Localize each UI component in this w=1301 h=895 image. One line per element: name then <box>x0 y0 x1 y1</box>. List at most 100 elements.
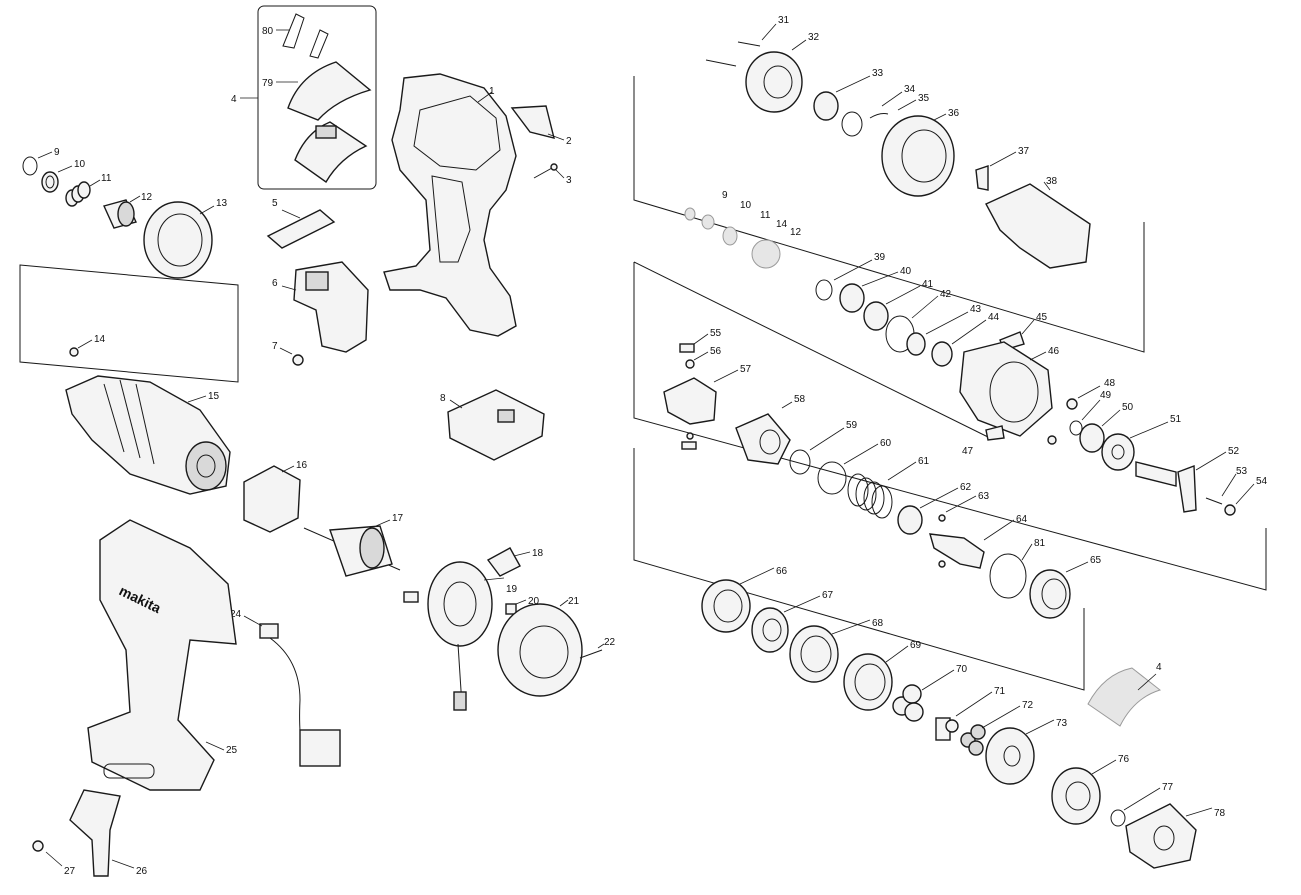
part-53-spring <box>1205 497 1223 505</box>
label-20: 20 <box>528 596 540 607</box>
part-small-chain <box>684 207 781 269</box>
part-7-screw <box>292 354 304 366</box>
label-61: 61 <box>918 456 930 467</box>
part-56-screw <box>685 359 695 369</box>
label-5: 5 <box>272 198 278 209</box>
label-43: 43 <box>970 304 982 315</box>
part-62-washer <box>897 505 923 535</box>
label-3: 3 <box>566 175 572 186</box>
label-25: 25 <box>226 745 238 756</box>
label-2: 2 <box>566 136 572 147</box>
label-right-11: 11 <box>760 210 771 221</box>
part-58-cam <box>735 413 791 465</box>
part-49-ring <box>1069 420 1083 436</box>
part-57-ring <box>663 377 717 425</box>
label-18: 18 <box>532 548 544 559</box>
part-63-ball <box>938 514 946 522</box>
label-51: 51 <box>1170 414 1182 425</box>
label-34: 34 <box>904 84 916 95</box>
part-20-brush <box>505 603 517 615</box>
part-small-screw <box>686 432 694 440</box>
part-68-ring-gear <box>789 625 839 683</box>
part-48-screw <box>1066 398 1078 410</box>
part-26-hook <box>69 789 121 877</box>
part-17-armature <box>303 525 401 577</box>
part-47-pin <box>985 425 1005 441</box>
label-right-10: 10 <box>740 200 752 211</box>
part-79-cover <box>287 61 372 121</box>
label-17: 17 <box>392 513 404 524</box>
label-39: 39 <box>874 252 886 263</box>
label-65: 65 <box>1090 555 1102 566</box>
label-50: 50 <box>1122 402 1134 413</box>
label-right-14: 14 <box>776 219 788 230</box>
label-62: 62 <box>960 482 972 493</box>
part-40-bearing <box>839 283 865 313</box>
label-36: 36 <box>948 108 960 119</box>
label-26: 26 <box>136 866 148 877</box>
label-78: 78 <box>1214 808 1226 819</box>
part-16-hex-ring <box>243 465 301 533</box>
part-5-insulator <box>266 209 336 249</box>
part-11-spring <box>65 181 91 207</box>
part-4-vent <box>315 125 337 139</box>
label-21: 21 <box>568 596 580 607</box>
label-37: 37 <box>1018 146 1030 157</box>
label-8: 8 <box>440 393 446 404</box>
label-59: 59 <box>846 420 858 431</box>
label-41: 41 <box>922 279 934 290</box>
label-58: 58 <box>794 394 806 405</box>
label-7: 7 <box>272 341 278 352</box>
assembly-frame-right-middle-diag <box>633 261 991 439</box>
label-45: 45 <box>1036 312 1048 323</box>
label-57: 57 <box>740 364 752 375</box>
label-42: 42 <box>940 289 952 300</box>
part-18-bracket <box>486 547 521 577</box>
part-60-ring <box>817 461 847 495</box>
label-1: 1 <box>489 86 495 97</box>
part-33-bearing <box>813 91 839 121</box>
part-22-screw <box>579 649 603 659</box>
label-40: 40 <box>900 266 912 277</box>
label-9: 9 <box>54 147 60 158</box>
part-brush-holder <box>403 591 419 603</box>
part-38-cover <box>985 183 1091 269</box>
part-80-clip <box>282 13 329 59</box>
part-44-gear <box>931 341 953 367</box>
part-14-ball <box>69 347 79 357</box>
label-49: 49 <box>1100 390 1112 401</box>
part-81-oring <box>989 553 1027 599</box>
label-64: 64 <box>1016 514 1028 525</box>
part-4-cover <box>294 121 368 184</box>
label-48: 48 <box>1104 378 1116 389</box>
part-small-plate <box>681 441 697 450</box>
label-77: 77 <box>1162 782 1174 793</box>
part-34-ring <box>841 111 863 137</box>
label-47: 47 <box>962 446 974 457</box>
label-38: 38 <box>1046 176 1058 187</box>
assembly-frame-right-upper <box>633 76 1145 353</box>
part-21-cap <box>497 603 583 697</box>
label-69: 69 <box>910 640 922 651</box>
label-66: 66 <box>776 566 788 577</box>
part-1-housing <box>383 73 517 337</box>
part-nut <box>1047 435 1057 445</box>
label-33: 33 <box>872 68 884 79</box>
part-small-ball <box>938 560 946 568</box>
label-right-4: 4 <box>1156 662 1162 673</box>
label-right-12: 12 <box>790 227 802 238</box>
part-55-plate <box>679 343 695 353</box>
label-76: 76 <box>1118 754 1130 765</box>
part-46-gear-case <box>959 341 1053 437</box>
part-52-spindle <box>1135 461 1197 513</box>
part-3-screw <box>533 163 558 179</box>
part-71-carrier <box>935 717 959 741</box>
label-24: 24 <box>230 609 242 620</box>
label-32: 32 <box>808 32 820 43</box>
part-2-plate <box>510 105 555 139</box>
label-67: 67 <box>822 590 834 601</box>
part-78-cap <box>1125 803 1197 869</box>
assembly-frame-right-lower <box>633 448 1085 691</box>
label-81: 81 <box>1034 538 1046 549</box>
